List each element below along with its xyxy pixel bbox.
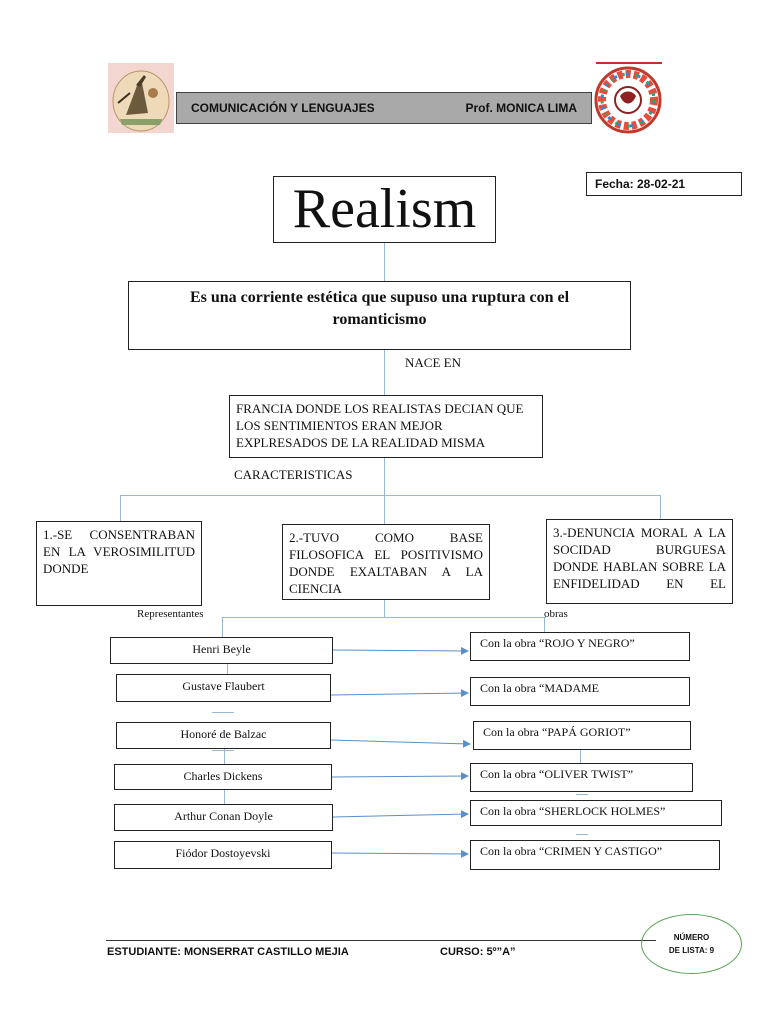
arrow-6	[331, 849, 469, 858]
origin-box: FRANCIA DONDE LOS REALISTAS DECIAN QUE L…	[229, 395, 543, 458]
representative-name: Fiódor Dostoyevski	[175, 846, 271, 860]
work-title: Con la obra “ROJO Y NEGRO”	[480, 636, 635, 650]
work-box: Con la obra “OLIVER TWIST”	[470, 763, 693, 792]
representative-box: Gustave Flaubert	[116, 674, 331, 702]
origin-text: FRANCIA DONDE LOS REALISTAS DECIAN QUE L…	[236, 401, 524, 450]
representative-box: Charles Dickens	[114, 764, 332, 790]
definition-text: Es una corriente estética que supuso una…	[189, 289, 570, 328]
school-logo-left	[108, 63, 174, 133]
characteristics-label: CARACTERISTICAS	[234, 467, 353, 482]
arrow-4	[331, 772, 469, 781]
flags-globe-icon	[594, 66, 662, 134]
works-label: obras	[544, 608, 568, 620]
connector-feature-1	[120, 495, 121, 521]
representatives-label: Representantes	[137, 608, 204, 620]
connector-rep-3-4	[224, 749, 225, 764]
representative-box: Fiódor Dostoyevski	[114, 841, 332, 869]
work-title: Con la obra “CRIMEN Y CASTIGO”	[480, 844, 663, 858]
connector-works	[544, 617, 545, 632]
work-title: Con la obra “SHERLOCK HOLMES”	[480, 804, 666, 818]
course-label: CURSO: 5º”A”	[440, 946, 516, 958]
student-label: ESTUDIANTE: MONSERRAT CASTILLO MEJIA	[107, 946, 349, 958]
connector-feature-2-down	[384, 600, 385, 618]
quixote-emblem-icon	[112, 70, 170, 132]
characteristic-box-2: 2.-TUVO COMO BASE FILOSOFICA EL POSITIVI…	[282, 524, 490, 600]
work-title: Con la obra “MADAME	[480, 681, 599, 695]
dash-mark	[576, 794, 588, 795]
connector-definition-origin	[384, 350, 385, 395]
connector-rep-works-bar	[222, 617, 546, 618]
signature-line	[106, 940, 656, 941]
connector-features-bar	[120, 495, 661, 496]
connector-origin-features	[384, 458, 385, 496]
header-bar: COMUNICACIÓN Y LENGUAJES Prof. MONICA LI…	[176, 92, 592, 124]
work-box: Con la obra “PAPÁ GORIOT”	[473, 721, 691, 750]
dash-mark	[212, 750, 234, 751]
characteristic-text: 3.-DENUNCIA MORAL A LA SOCIDAD BURGUESA …	[553, 525, 726, 591]
arrow-2	[330, 689, 469, 698]
work-box: Con la obra “ROJO Y NEGRO”	[470, 632, 690, 661]
connector-feature-3	[660, 495, 661, 519]
dash-mark	[212, 712, 234, 713]
characteristic-box-1: 1.-SE CONSENTRABAN EN LA VEROSIMILITUD D…	[36, 521, 202, 606]
connector-work-3-4	[580, 744, 581, 764]
connector-rep-1-2	[227, 664, 228, 674]
connector-representatives	[222, 617, 223, 637]
page-title: Realism	[292, 178, 477, 240]
characteristic-text: 1.-SE CONSENTRABAN EN LA VEROSIMILITUD D…	[43, 527, 195, 576]
work-box: Con la obra “SHERLOCK HOLMES”	[470, 800, 722, 826]
characteristic-box-3: 3.-DENUNCIA MORAL A LA SOCIDAD BURGUESA …	[546, 519, 733, 604]
list-number-badge: NÚMERO DE LISTA: 9	[641, 914, 742, 974]
connector-rep-4-5	[224, 790, 225, 804]
representative-box: Arthur Conan Doyle	[114, 804, 333, 831]
list-number-value: DE LISTA: 9	[668, 946, 715, 955]
nace-label: NACE EN	[405, 355, 461, 370]
definition-box: Es una corriente estética que supuso una…	[128, 281, 631, 350]
dash-mark	[576, 834, 588, 835]
representative-box: Henri Beyle	[110, 637, 333, 664]
representative-name: Gustave Flaubert	[182, 679, 265, 693]
arrow-3	[330, 739, 471, 748]
title-box: Realism	[273, 176, 496, 243]
subject-label: COMUNICACIÓN Y LENGUAJES	[191, 101, 375, 115]
characteristic-text: 2.-TUVO COMO BASE FILOSOFICA EL POSITIVI…	[289, 530, 483, 596]
connector-feature-2	[384, 495, 385, 524]
work-box: Con la obra “CRIMEN Y CASTIGO”	[470, 840, 720, 870]
representative-box: Honoré de Balzac	[116, 722, 331, 749]
connector-title-definition	[384, 243, 385, 281]
logo-divider	[596, 62, 662, 64]
representative-name: Charles Dickens	[183, 769, 263, 783]
school-logo-right	[592, 62, 662, 134]
representative-name: Honoré de Balzac	[180, 727, 267, 741]
date-box: Fecha: 28-02-21	[586, 172, 742, 196]
arrow-5	[332, 810, 469, 819]
representative-name: Arthur Conan Doyle	[174, 809, 273, 823]
work-title: Con la obra “PAPÁ GORIOT”	[483, 725, 631, 739]
representative-name: Henri Beyle	[192, 642, 251, 656]
work-title: Con la obra “OLIVER TWIST”	[480, 767, 634, 781]
teacher-label: Prof. MONICA LIMA	[465, 101, 577, 115]
work-box: Con la obra “MADAME	[470, 677, 690, 706]
list-number-label: NÚMERO	[673, 933, 710, 942]
date-label: Fecha: 28-02-21	[595, 177, 686, 191]
arrow-1	[332, 646, 469, 655]
